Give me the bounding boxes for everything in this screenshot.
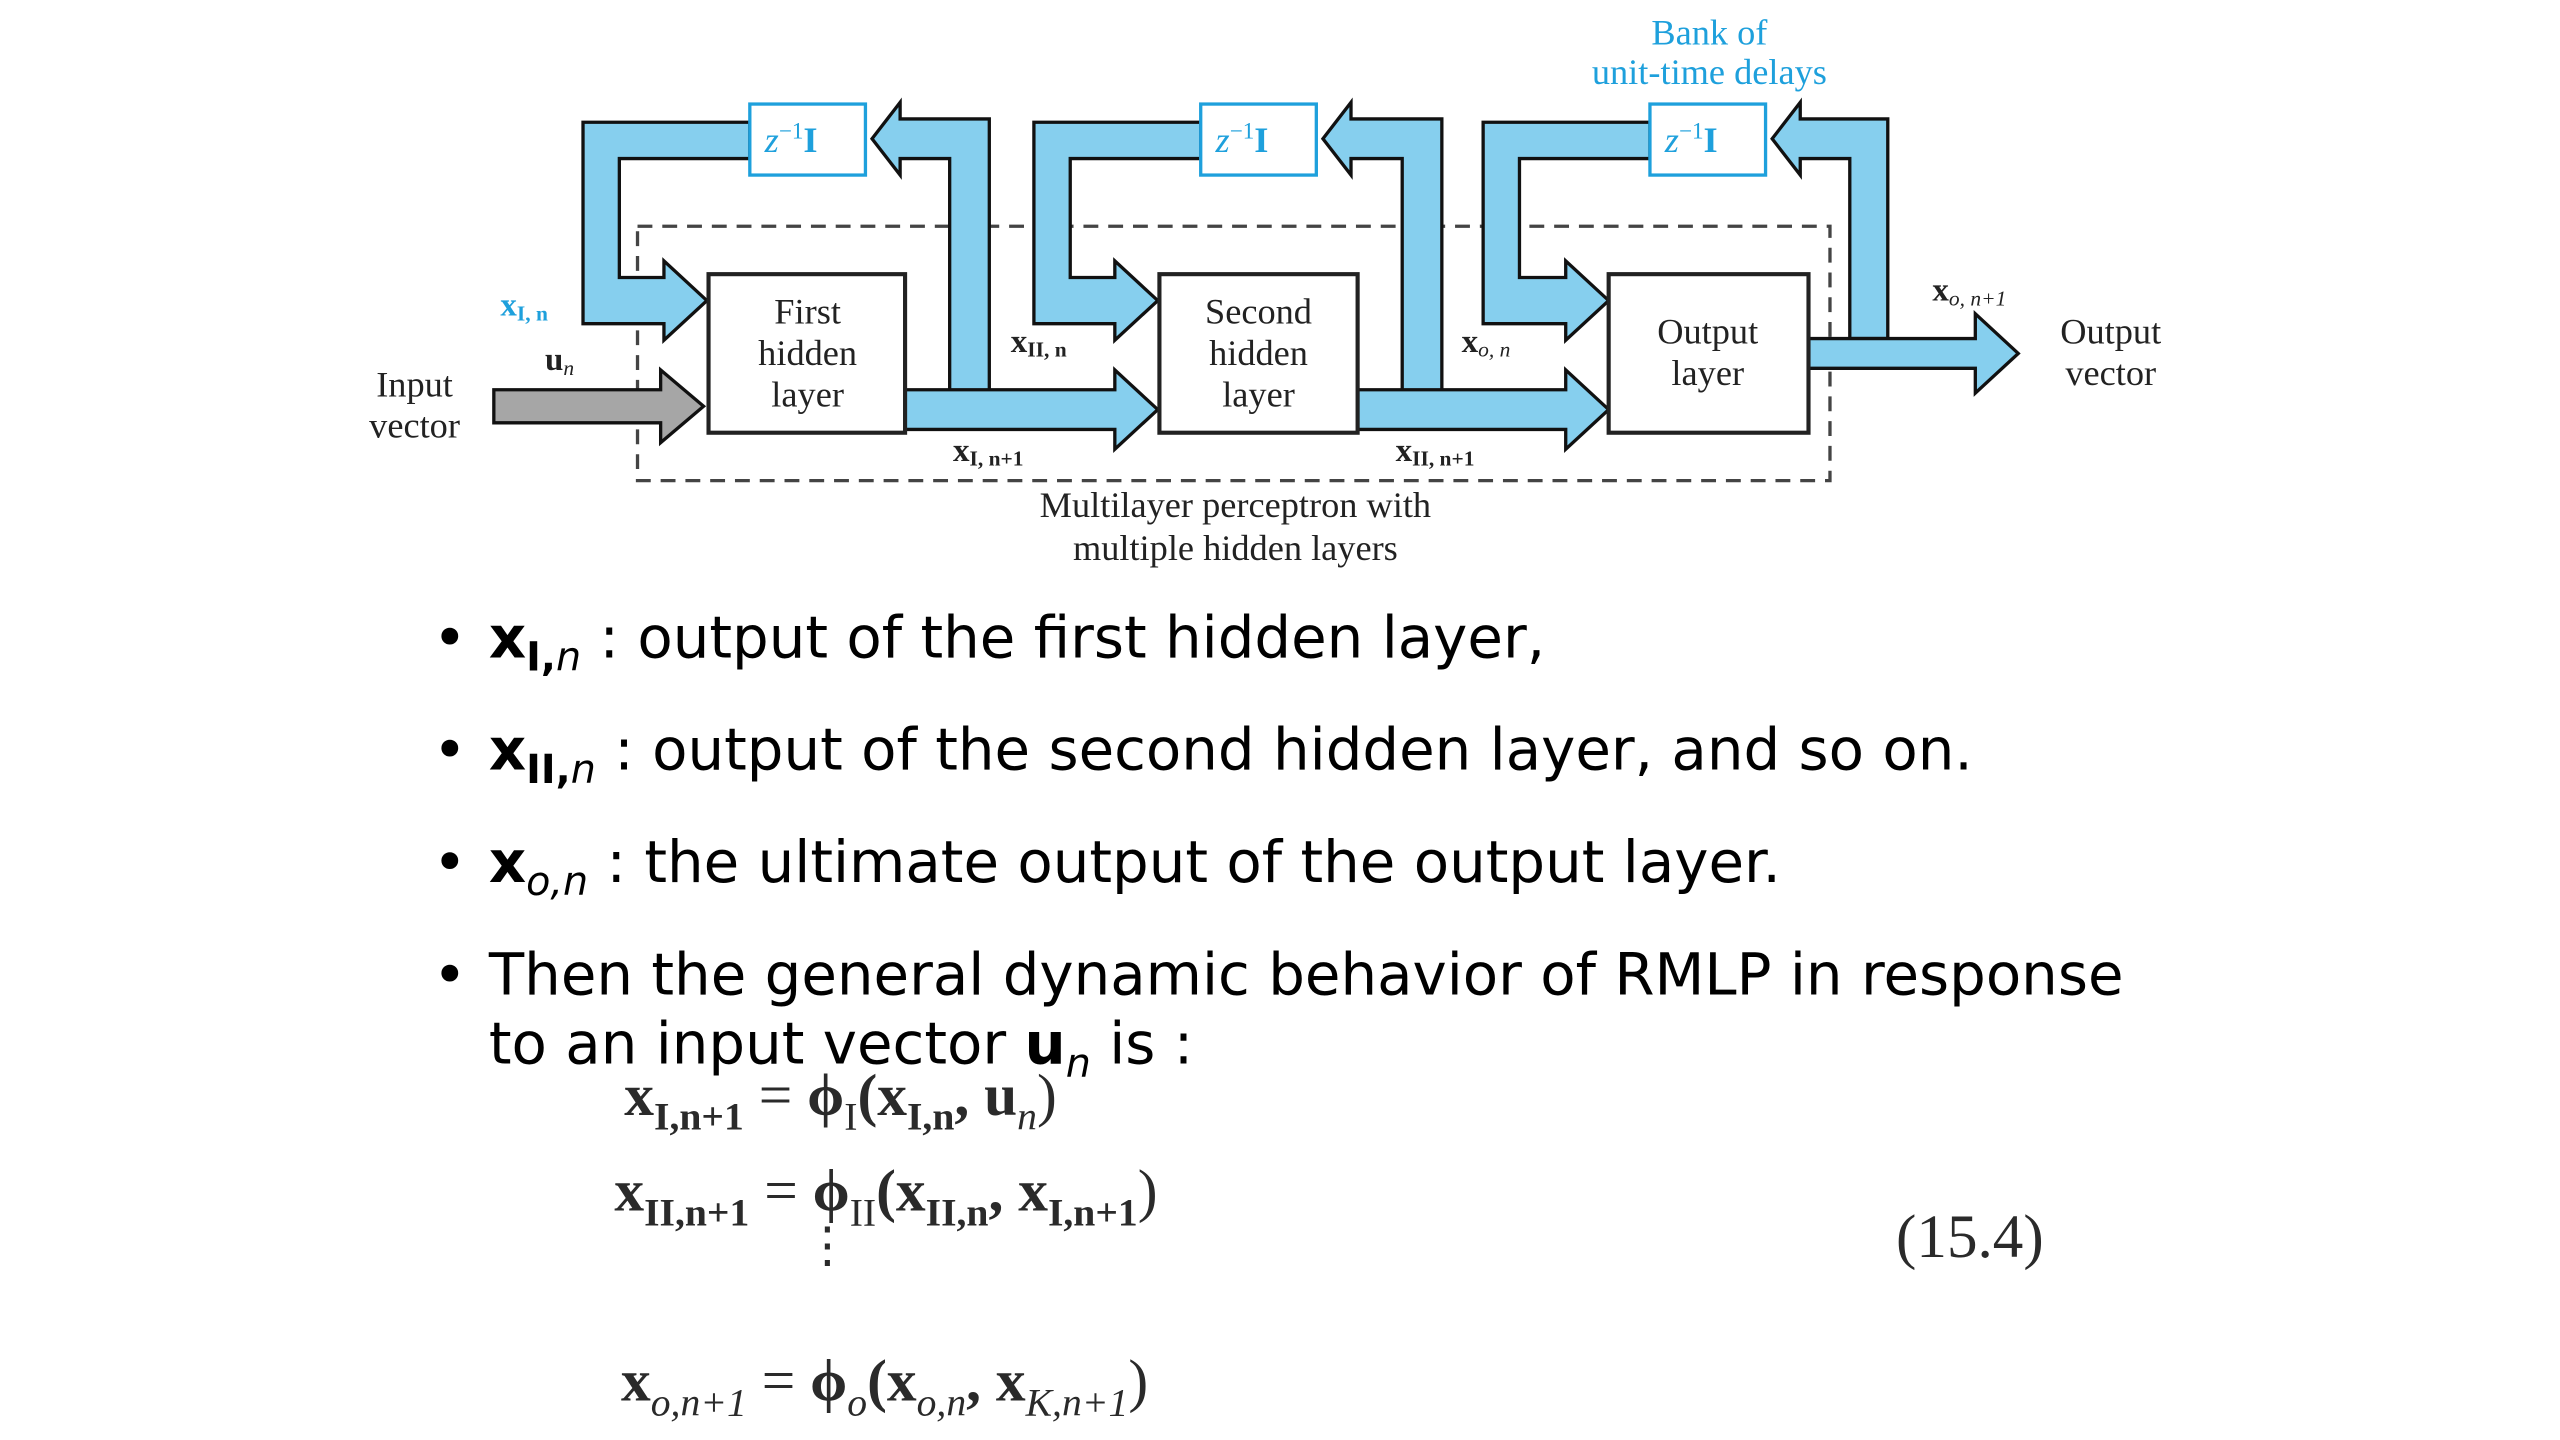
second-hidden-layer-box xyxy=(1157,272,1360,435)
output-layer-line2: layer xyxy=(1671,353,1744,393)
delay-label-3: z−1I xyxy=(1664,119,1718,160)
bullet-rmlp-behavior: • Then the general dynamic behavior of RM… xyxy=(433,941,2250,1098)
bullet-subscript: n xyxy=(1065,1040,1091,1087)
feedback-return-2 xyxy=(1032,120,1203,345)
second-layer-line2: hidden xyxy=(1209,333,1308,373)
equation-line-1: xI,n+1 = ϕI(xI,n, un) xyxy=(624,1061,1057,1140)
output-layer-line1: Output xyxy=(1657,312,1758,352)
signal-u-n: un xyxy=(545,342,574,380)
bullet-dot: • xyxy=(432,830,467,897)
bullet-dot: • xyxy=(432,943,467,1010)
feedback-return-3 xyxy=(1481,120,1652,345)
feedback-arrow-2 xyxy=(1320,97,1444,397)
first-layer-line3: layer xyxy=(771,374,844,414)
signal-x-II-n: xII, n xyxy=(1011,324,1067,362)
bullet-dot: • xyxy=(432,606,467,673)
definition-list: •xI,n : output of the first hidden layer… xyxy=(433,604,2250,1098)
equation-number: (15.4) xyxy=(1896,1204,2044,1272)
mlp-caption-line1: Multilayer perceptron with xyxy=(1040,485,1431,525)
signal-x-I-n1: xI, n+1 xyxy=(953,433,1024,471)
bullet-subscript: o,n xyxy=(526,858,589,906)
second-layer-line3: layer xyxy=(1222,374,1295,414)
delay-box-3 xyxy=(1648,102,1768,177)
feedback-arrow-3 xyxy=(1770,97,1890,341)
feedback-arrow-1 xyxy=(869,97,991,397)
delay-box-2 xyxy=(1199,102,1318,177)
bullet-text: : output of the first hidden layer, xyxy=(581,606,1546,673)
equation-line-2: xII,n+1 = ϕII(xII,n, xI,n+1) xyxy=(614,1157,1158,1236)
bullet-dot: • xyxy=(432,718,467,785)
bullet-subscript: I,n xyxy=(526,634,582,681)
bullet-text: Then the general dynamic behavior of RML… xyxy=(488,943,2124,1010)
bullet-x-o-n: • xo,n : the ultimate output of the outpu… xyxy=(433,829,2250,917)
signal-x-II-n1: xII, n+1 xyxy=(1396,433,1475,471)
forward-arrow-2 xyxy=(1355,366,1612,454)
forward-arrow-1 xyxy=(903,366,1161,454)
bullet-text-2: to an input vector xyxy=(488,1012,1025,1079)
bullet-x-I-n: • xI,n : output of the first hidden layer… xyxy=(433,604,2250,692)
output-layer-box xyxy=(1606,272,1811,435)
signal-x-I-n: xI, n xyxy=(500,287,548,325)
bank-label-line2: unit-time delays xyxy=(1592,52,1827,92)
output-arrow xyxy=(1805,310,2021,397)
feedback-return-1 xyxy=(581,120,752,345)
output-vector-label-line1: Output xyxy=(2060,312,2161,352)
bullet-symbol: u xyxy=(1024,1012,1066,1079)
bank-label-line1: Bank of xyxy=(1651,13,1768,53)
input-label-line1: Input xyxy=(376,364,453,404)
output-vector-label-line2: vector xyxy=(2065,353,2156,393)
bullet-text: : output of the second hidden layer, and… xyxy=(595,718,1973,785)
delay-box-1 xyxy=(748,102,868,177)
second-layer-line1: Second xyxy=(1205,292,1312,332)
signal-x-o-n1: xo, n+1 xyxy=(1932,273,2006,311)
first-hidden-layer-box xyxy=(706,272,908,435)
first-layer-line1: First xyxy=(774,292,841,332)
equation-vdots: ⋮ xyxy=(802,1218,853,1274)
delay-label-2: z−1I xyxy=(1215,119,1269,160)
mlp-caption-line2: multiple hidden layers xyxy=(1073,528,1398,568)
input-arrow xyxy=(492,366,707,447)
signal-x-o-n: xo, n xyxy=(1462,324,1511,362)
bullet-subscript: II,n xyxy=(526,746,596,793)
bullet-text: : the ultimate output of the output laye… xyxy=(588,830,1781,897)
bullet-symbol: x xyxy=(488,830,527,897)
bullet-x-II-n: • xII,n : output of the second hidden lay… xyxy=(433,717,2250,805)
bullet-symbol: x xyxy=(488,718,527,785)
equation-line-3: xo,n+1 = ϕo(xo,n, xK,n+1) xyxy=(621,1347,1149,1426)
input-label-line2: vector xyxy=(369,406,460,446)
delay-label-1: z−1I xyxy=(764,119,818,160)
bullet-text-3: is : xyxy=(1090,1012,1194,1079)
bullet-symbol: x xyxy=(488,606,527,673)
first-layer-line2: hidden xyxy=(758,333,857,373)
